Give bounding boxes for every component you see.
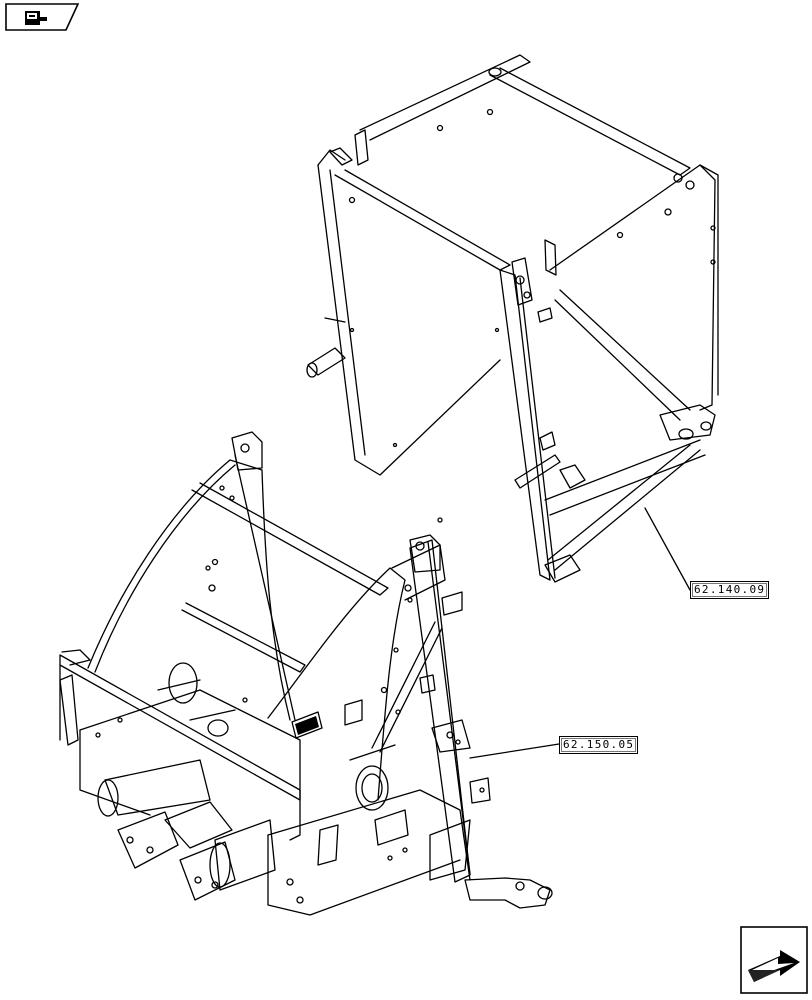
callout-lower-assembly[interactable]: 62.150.05	[559, 736, 639, 754]
lower-frame	[59, 431, 553, 916]
next-page-arrow-icon[interactable]	[740, 926, 808, 994]
leader-line-upper	[644, 507, 691, 591]
callout-upper-assembly[interactable]: 62.140.09	[690, 581, 770, 599]
upper-frame	[306, 54, 719, 583]
book-reference-icon	[5, 3, 79, 31]
nameplate	[295, 716, 319, 735]
leader-line-lower	[469, 743, 560, 759]
